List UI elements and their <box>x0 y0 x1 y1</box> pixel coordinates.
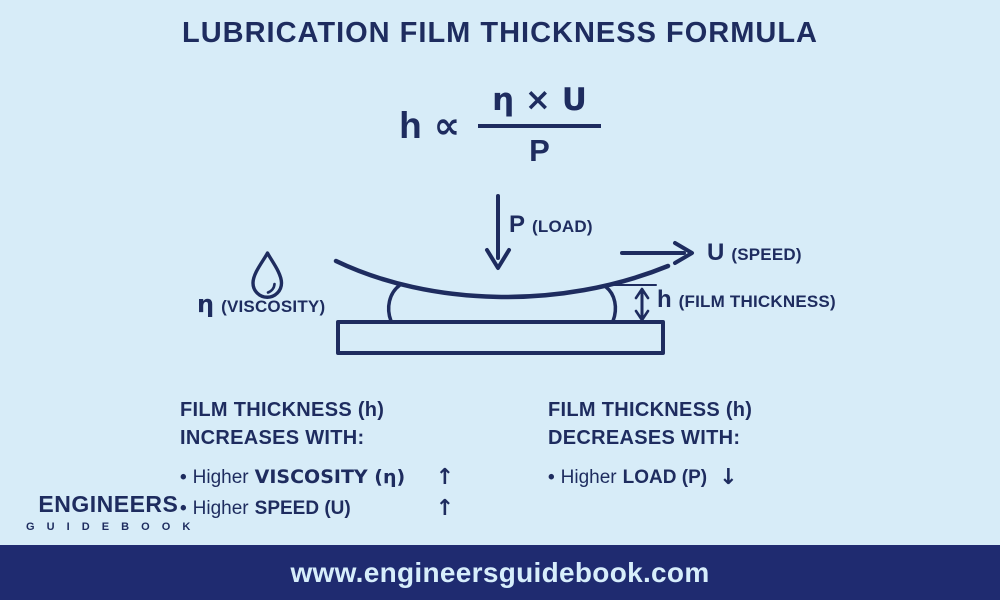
speed-arrow <box>620 241 694 265</box>
viscosity-label: η (VISCOSITY) <box>197 290 326 318</box>
list-item: • Higher SPEED (U) ↑ <box>180 493 454 524</box>
decreases-heading-line1: FILM THICKNESS (h) <box>548 399 753 421</box>
increases-heading-line2: INCREASES WITH: <box>180 427 365 449</box>
formula: h ∝ η × U P <box>0 82 1000 169</box>
formula-numerator: η × U <box>478 82 601 128</box>
bottom-block <box>336 320 665 355</box>
increases-list: • Higher VISCOSITY (η) ↑ • Higher SPEED … <box>180 462 454 524</box>
down-arrow-icon: ↓ <box>719 465 738 490</box>
oil-droplet-icon <box>251 251 284 299</box>
page-title: LUBRICATION FILM THICKNESS FORMULA <box>182 17 818 49</box>
film-thickness-label: h (FILM THICKNESS) <box>657 286 836 313</box>
formula-lhs: h ∝ <box>399 104 460 147</box>
website-url: www.engineersguidebook.com <box>290 556 710 588</box>
footer-bar: www.engineersguidebook.com <box>0 545 1000 600</box>
decreases-list: • Higher LOAD (P) ↓ <box>548 462 752 493</box>
formula-h: h <box>399 104 422 146</box>
proportional-sign: ∝ <box>433 104 461 147</box>
film-left-meniscus <box>387 283 402 323</box>
film-thickness-measure <box>610 284 657 322</box>
brand-subtitle: G U I D E B O O K <box>26 521 195 533</box>
list-item: • Higher LOAD (P) ↓ <box>548 462 752 493</box>
formula-fraction: η × U P <box>478 82 601 169</box>
brand-name: ENGINEERS <box>38 491 179 517</box>
load-arrow <box>485 194 511 270</box>
upper-surface-curve <box>333 258 671 300</box>
load-label: P (LOAD) <box>509 211 593 238</box>
decreases-heading-line2: DECREASES WITH: <box>548 427 741 449</box>
list-item: • Higher VISCOSITY (η) ↑ <box>180 462 454 493</box>
decreases-block: FILM THICKNESS (h) DECREASES WITH: • Hig… <box>548 396 752 493</box>
increases-heading-line1: FILM THICKNESS (h) <box>180 399 385 421</box>
film-right-meniscus <box>604 285 618 323</box>
speed-label: U (SPEED) <box>707 239 802 266</box>
up-arrow-icon: ↑ <box>435 496 454 521</box>
up-arrow-icon: ↑ <box>435 465 454 490</box>
increases-block: FILM THICKNESS (h) INCREASES WITH: • Hig… <box>180 396 454 524</box>
brand-logo: ENGINEERS G U I D E B O O K <box>22 491 195 533</box>
formula-denominator: P <box>529 133 550 168</box>
